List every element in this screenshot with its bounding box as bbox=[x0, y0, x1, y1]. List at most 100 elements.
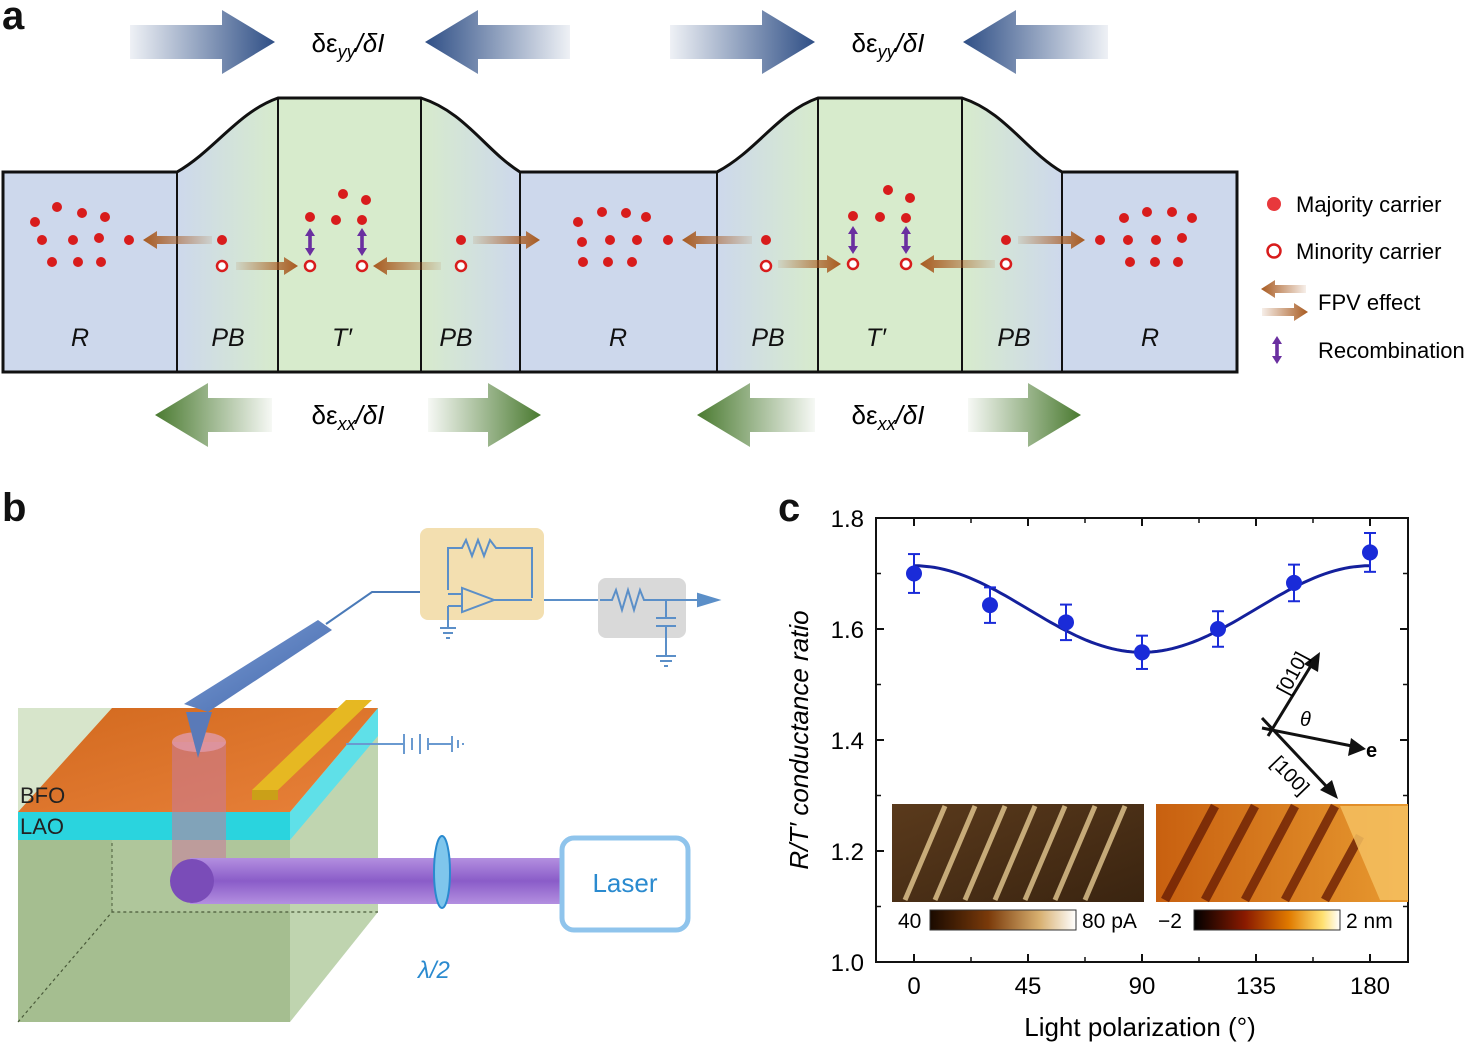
fpv-arrow-icon bbox=[1261, 280, 1306, 298]
y-tick-label: 1.2 bbox=[831, 839, 864, 866]
fpv-arrow-icon bbox=[778, 255, 841, 273]
crystal-axes bbox=[1260, 652, 1366, 799]
current-map-inset: 40 80 pA bbox=[892, 804, 1144, 933]
data-points bbox=[906, 531, 1378, 670]
region-label: PB bbox=[751, 324, 784, 352]
panel-a: δεyy/δI δεyy/δI bbox=[1, 10, 1465, 447]
arrow-right-icon bbox=[968, 383, 1081, 447]
strain-xx-arrows: δεxx/δI δεxx/δI bbox=[155, 383, 1081, 447]
laser-label: Laser bbox=[592, 868, 657, 898]
fpv-arrow-icon bbox=[920, 255, 995, 273]
panel-b-label: b bbox=[2, 486, 27, 530]
fpv-arrow-icon bbox=[236, 257, 298, 275]
region-PB bbox=[717, 98, 818, 372]
amplifier-circuit bbox=[440, 537, 600, 639]
data-point bbox=[1286, 574, 1302, 591]
arrow-left-icon bbox=[155, 383, 272, 447]
region-PB bbox=[421, 98, 520, 372]
legend-recombination: Recombination bbox=[1318, 338, 1465, 363]
arrow-right-icon bbox=[428, 383, 541, 447]
x-tick-label: 90 bbox=[1129, 973, 1156, 1000]
arrow-left-icon bbox=[425, 10, 570, 74]
arrow-left-icon bbox=[697, 383, 815, 447]
arrow-right-icon bbox=[670, 10, 815, 74]
strain-yy-label: δεyy/δI bbox=[852, 28, 925, 62]
region-PB bbox=[177, 98, 278, 372]
region-PB bbox=[962, 98, 1062, 372]
region-label: PB bbox=[997, 324, 1030, 352]
legend-fpv: FPV effect bbox=[1318, 290, 1420, 315]
height-scale-max: 2 nm bbox=[1346, 910, 1393, 933]
field-label: e bbox=[1366, 740, 1377, 762]
theta-label: θ bbox=[1300, 709, 1311, 731]
region-T bbox=[818, 98, 962, 372]
region-R bbox=[3, 172, 177, 372]
fpv-arrow-icon bbox=[143, 231, 212, 249]
panel-c: 0 45 90 135 180 1.0 1.2 1.4 1.6 1.8 Light polariz… bbox=[784, 506, 1409, 1042]
recombination-icon bbox=[1272, 336, 1282, 364]
domain-structure: R PB T′ PB R PB T′ PB R bbox=[1, 96, 1239, 374]
region-label: PB bbox=[211, 324, 244, 352]
panel-c-label: c bbox=[778, 486, 801, 530]
axis-ticks: 0 45 90 135 180 1.0 1.2 1.4 1.6 1.8 bbox=[831, 506, 1408, 1000]
axis-100-label: [100] bbox=[1266, 752, 1313, 799]
electrode bbox=[252, 700, 372, 790]
strain-xx-label: δεxx/δI bbox=[852, 400, 925, 434]
lao-label: LAO bbox=[20, 814, 64, 839]
region-R bbox=[1062, 172, 1237, 372]
filter-circuit bbox=[600, 586, 722, 667]
data-point bbox=[1362, 544, 1378, 561]
recombination-arrows bbox=[305, 226, 911, 256]
fpv-arrow-icon bbox=[682, 231, 752, 249]
fpv-arrow-icon bbox=[1262, 303, 1308, 321]
current-scale-min: 40 bbox=[898, 910, 921, 933]
fpv-arrow-icon bbox=[373, 257, 441, 275]
x-tick-label: 180 bbox=[1350, 973, 1390, 1000]
waveplate bbox=[433, 835, 451, 909]
strain-xx-label: δεxx/δI bbox=[312, 400, 385, 434]
battery-icon bbox=[403, 734, 464, 754]
legend-minority: Minority carrier bbox=[1296, 239, 1441, 264]
data-point bbox=[906, 565, 922, 582]
region-label: R bbox=[609, 324, 627, 352]
majority-carriers bbox=[30, 185, 1197, 267]
minority-carriers bbox=[215, 257, 1013, 273]
arrow-left-icon bbox=[963, 10, 1108, 74]
region-R bbox=[520, 172, 717, 372]
strain-yy-label: δεyy/δI bbox=[312, 28, 385, 62]
laser-beam bbox=[190, 858, 560, 904]
region-T bbox=[278, 98, 421, 372]
signal-wire bbox=[325, 591, 420, 625]
afm-tip bbox=[186, 712, 212, 758]
topography-inset: −2 2 nm bbox=[1156, 803, 1408, 933]
amplifier-box bbox=[420, 528, 544, 620]
x-tick-label: 0 bbox=[907, 973, 920, 1000]
afm-cantilever bbox=[184, 620, 332, 712]
arrow-right-icon bbox=[130, 10, 275, 74]
strain-yy-arrows: δεyy/δI δεyy/δI bbox=[130, 10, 1108, 74]
bfo-label: BFO bbox=[20, 783, 65, 808]
data-point bbox=[982, 597, 998, 614]
y-tick-label: 1.4 bbox=[831, 728, 864, 755]
fpv-arrow-icon bbox=[1018, 231, 1085, 249]
y-tick-label: 1.0 bbox=[831, 950, 864, 977]
minority-carrier-icon bbox=[1266, 243, 1282, 259]
majority-carrier-icon bbox=[1267, 197, 1281, 211]
current-scale-max: 80 pA bbox=[1082, 910, 1137, 933]
region-label: T′ bbox=[332, 324, 353, 352]
panel-a-legend: Majority carrier Minority carrier FPV ef… bbox=[1261, 192, 1465, 364]
y-tick-label: 1.8 bbox=[831, 506, 864, 533]
x-axis-title: Light polarization (°) bbox=[1024, 1012, 1256, 1042]
legend-majority: Majority carrier bbox=[1296, 192, 1441, 217]
waveplate-label: λ/2 bbox=[416, 957, 450, 984]
fpv-arrow-icon bbox=[473, 231, 540, 249]
data-point bbox=[1134, 644, 1150, 661]
panel-a-label: a bbox=[2, 0, 25, 38]
x-tick-label: 135 bbox=[1236, 973, 1276, 1000]
y-tick-label: 1.6 bbox=[831, 617, 864, 644]
region-label: T′ bbox=[866, 324, 887, 352]
x-tick-label: 45 bbox=[1015, 973, 1042, 1000]
laser-box bbox=[559, 835, 691, 933]
fpv-arrows bbox=[143, 231, 1085, 275]
region-label: PB bbox=[439, 324, 472, 352]
